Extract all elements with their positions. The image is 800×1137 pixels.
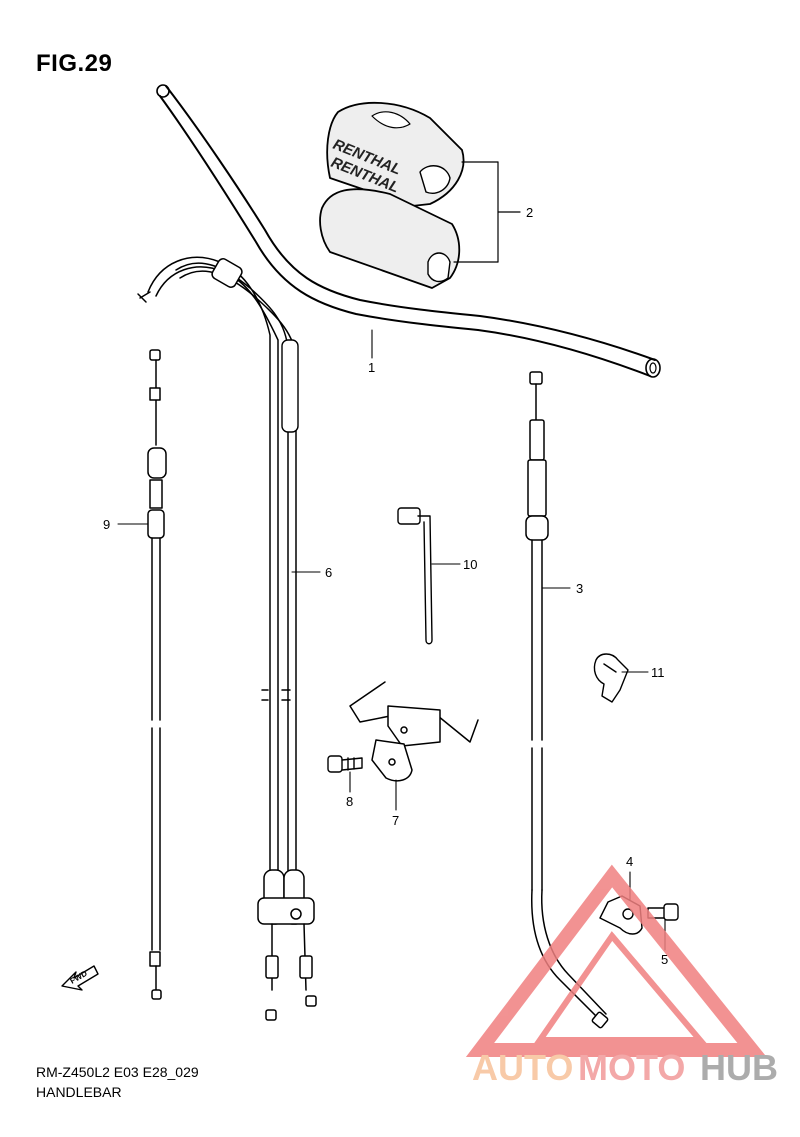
callout-8: 8 — [346, 794, 353, 809]
cable-clamp — [593, 653, 629, 703]
throttle-cable — [137, 256, 317, 1021]
handlebar — [156, 84, 661, 378]
figure-name: HANDLEBAR — [36, 1084, 122, 1100]
callout-5: 5 — [661, 952, 668, 967]
bolt-8 — [327, 755, 363, 773]
callout-7: 7 — [392, 813, 399, 828]
hot-start-cable — [147, 349, 167, 1000]
figure-code: RM-Z450L2 E03 E28_029 — [36, 1064, 199, 1080]
callout-4: 4 — [626, 854, 633, 869]
callout-3: 3 — [576, 581, 583, 596]
callout-6: 6 — [325, 565, 332, 580]
watermark-hub: HUB — [700, 1047, 778, 1088]
watermark-auto: AUTO — [472, 1047, 573, 1088]
callout-10: 10 — [463, 557, 477, 572]
callout-1: 1 — [368, 360, 375, 375]
watermark-logo: AUTO MOTO HUB — [465, 864, 778, 1088]
callout-11: 11 — [651, 665, 665, 680]
callout-2: 2 — [526, 205, 533, 220]
fwd-arrow — [61, 965, 99, 991]
cable-guide — [349, 681, 479, 782]
cable-tie — [397, 507, 433, 645]
callout-9: 9 — [103, 517, 110, 532]
clutch-cable — [525, 371, 609, 1029]
figure-title: FIG.29 — [36, 50, 113, 77]
watermark-moto: MOTO — [578, 1047, 685, 1088]
callout-bracket-2 — [453, 161, 521, 263]
leader-lines — [117, 329, 666, 951]
handlebar-pad — [319, 101, 465, 289]
